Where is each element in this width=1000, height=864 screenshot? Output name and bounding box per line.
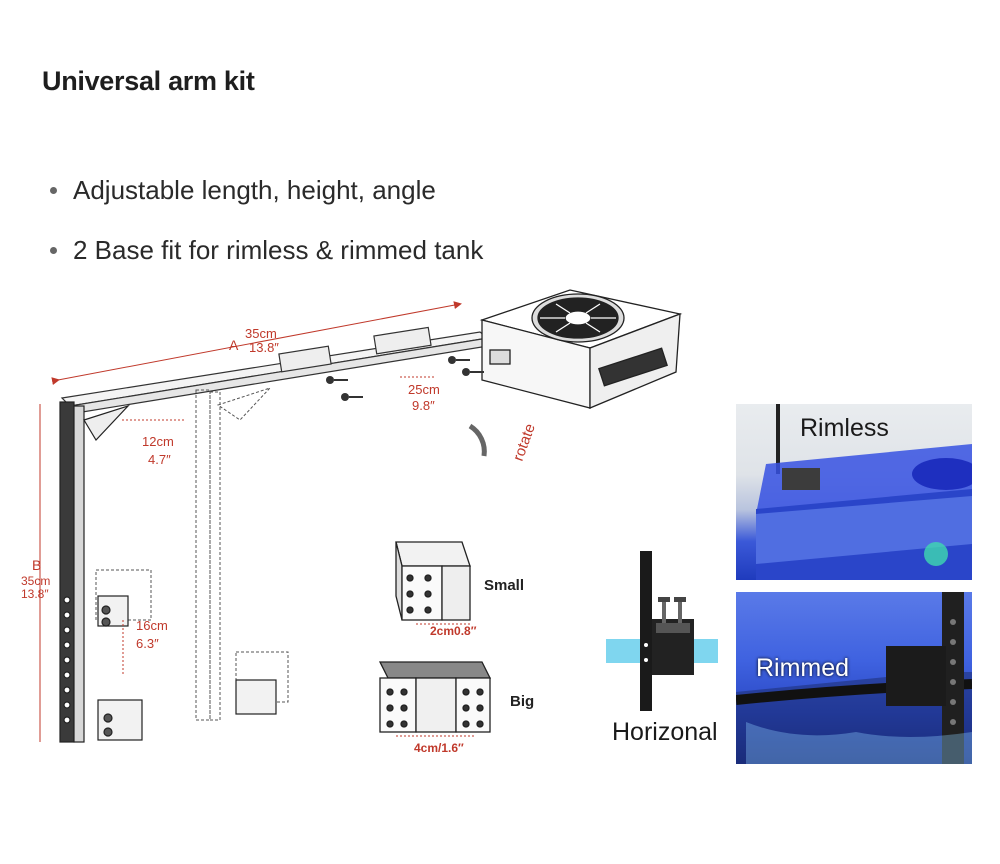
slide-bracket-cm: 12cm [142, 434, 174, 449]
big-base-label: Big [510, 693, 534, 710]
clamp-travel-in: 6.3″ [136, 636, 159, 651]
alternate-position-posts [95, 387, 289, 721]
rotate-label: rotate [510, 422, 539, 464]
horizontal-label: Horizonal [612, 718, 718, 746]
base-brackets: 2cm0.8″ Small 4cm/1.6″ Big [378, 541, 534, 755]
dimension-a-line [51, 301, 462, 386]
big-base-bracket [378, 661, 492, 733]
bullet-icon [50, 186, 57, 194]
clamp-travel-cm: 16cm [136, 618, 168, 633]
dimension-a-in: 13.8″ [249, 340, 279, 355]
feature-text: 2 Base fit for rimless & rimmed tank [73, 235, 484, 265]
horizontal-mount-illustration [606, 551, 718, 711]
rimless-photo: Rimless [736, 404, 972, 580]
dimension-a-letter: A [229, 337, 239, 353]
dimension-a-cm: 35cm [245, 326, 277, 341]
feature-item: Adjustable length, height, angle [50, 160, 483, 220]
feature-list: Adjustable length, height, angle 2 Base … [50, 160, 483, 280]
vertical-post [59, 401, 131, 743]
feature-text: Adjustable length, height, angle [73, 175, 436, 205]
big-base-size: 4cm/1.6″ [414, 741, 464, 755]
rimless-label: Rimless [800, 414, 889, 442]
slide-top-in: 9.8″ [412, 398, 435, 413]
mounting-screws [326, 356, 484, 401]
rimmed-photo: Rimmed [736, 592, 972, 764]
slide-top-cm: 25cm [408, 382, 440, 397]
light-fixture [479, 289, 683, 409]
slide-bracket-in: 4.7″ [148, 452, 171, 467]
feature-item: 2 Base fit for rimless & rimmed tank [50, 220, 483, 280]
dimension-b-cm: 35cm [21, 574, 50, 588]
rotate-arrow-icon [468, 423, 487, 457]
dimension-b-letter: B [32, 557, 41, 573]
small-base-size: 2cm0.8″ [430, 624, 477, 638]
bullet-icon [50, 246, 57, 254]
clamp-brackets [97, 595, 277, 741]
arm-diagram: A 35cm 13.8″ [21, 289, 683, 743]
small-base-label: Small [484, 577, 524, 594]
rimmed-label: Rimmed [756, 654, 850, 682]
small-base-bracket [395, 541, 471, 621]
dimension-b-in: 13.8″ [21, 587, 49, 601]
page-title: Universal arm kit [42, 66, 255, 96]
